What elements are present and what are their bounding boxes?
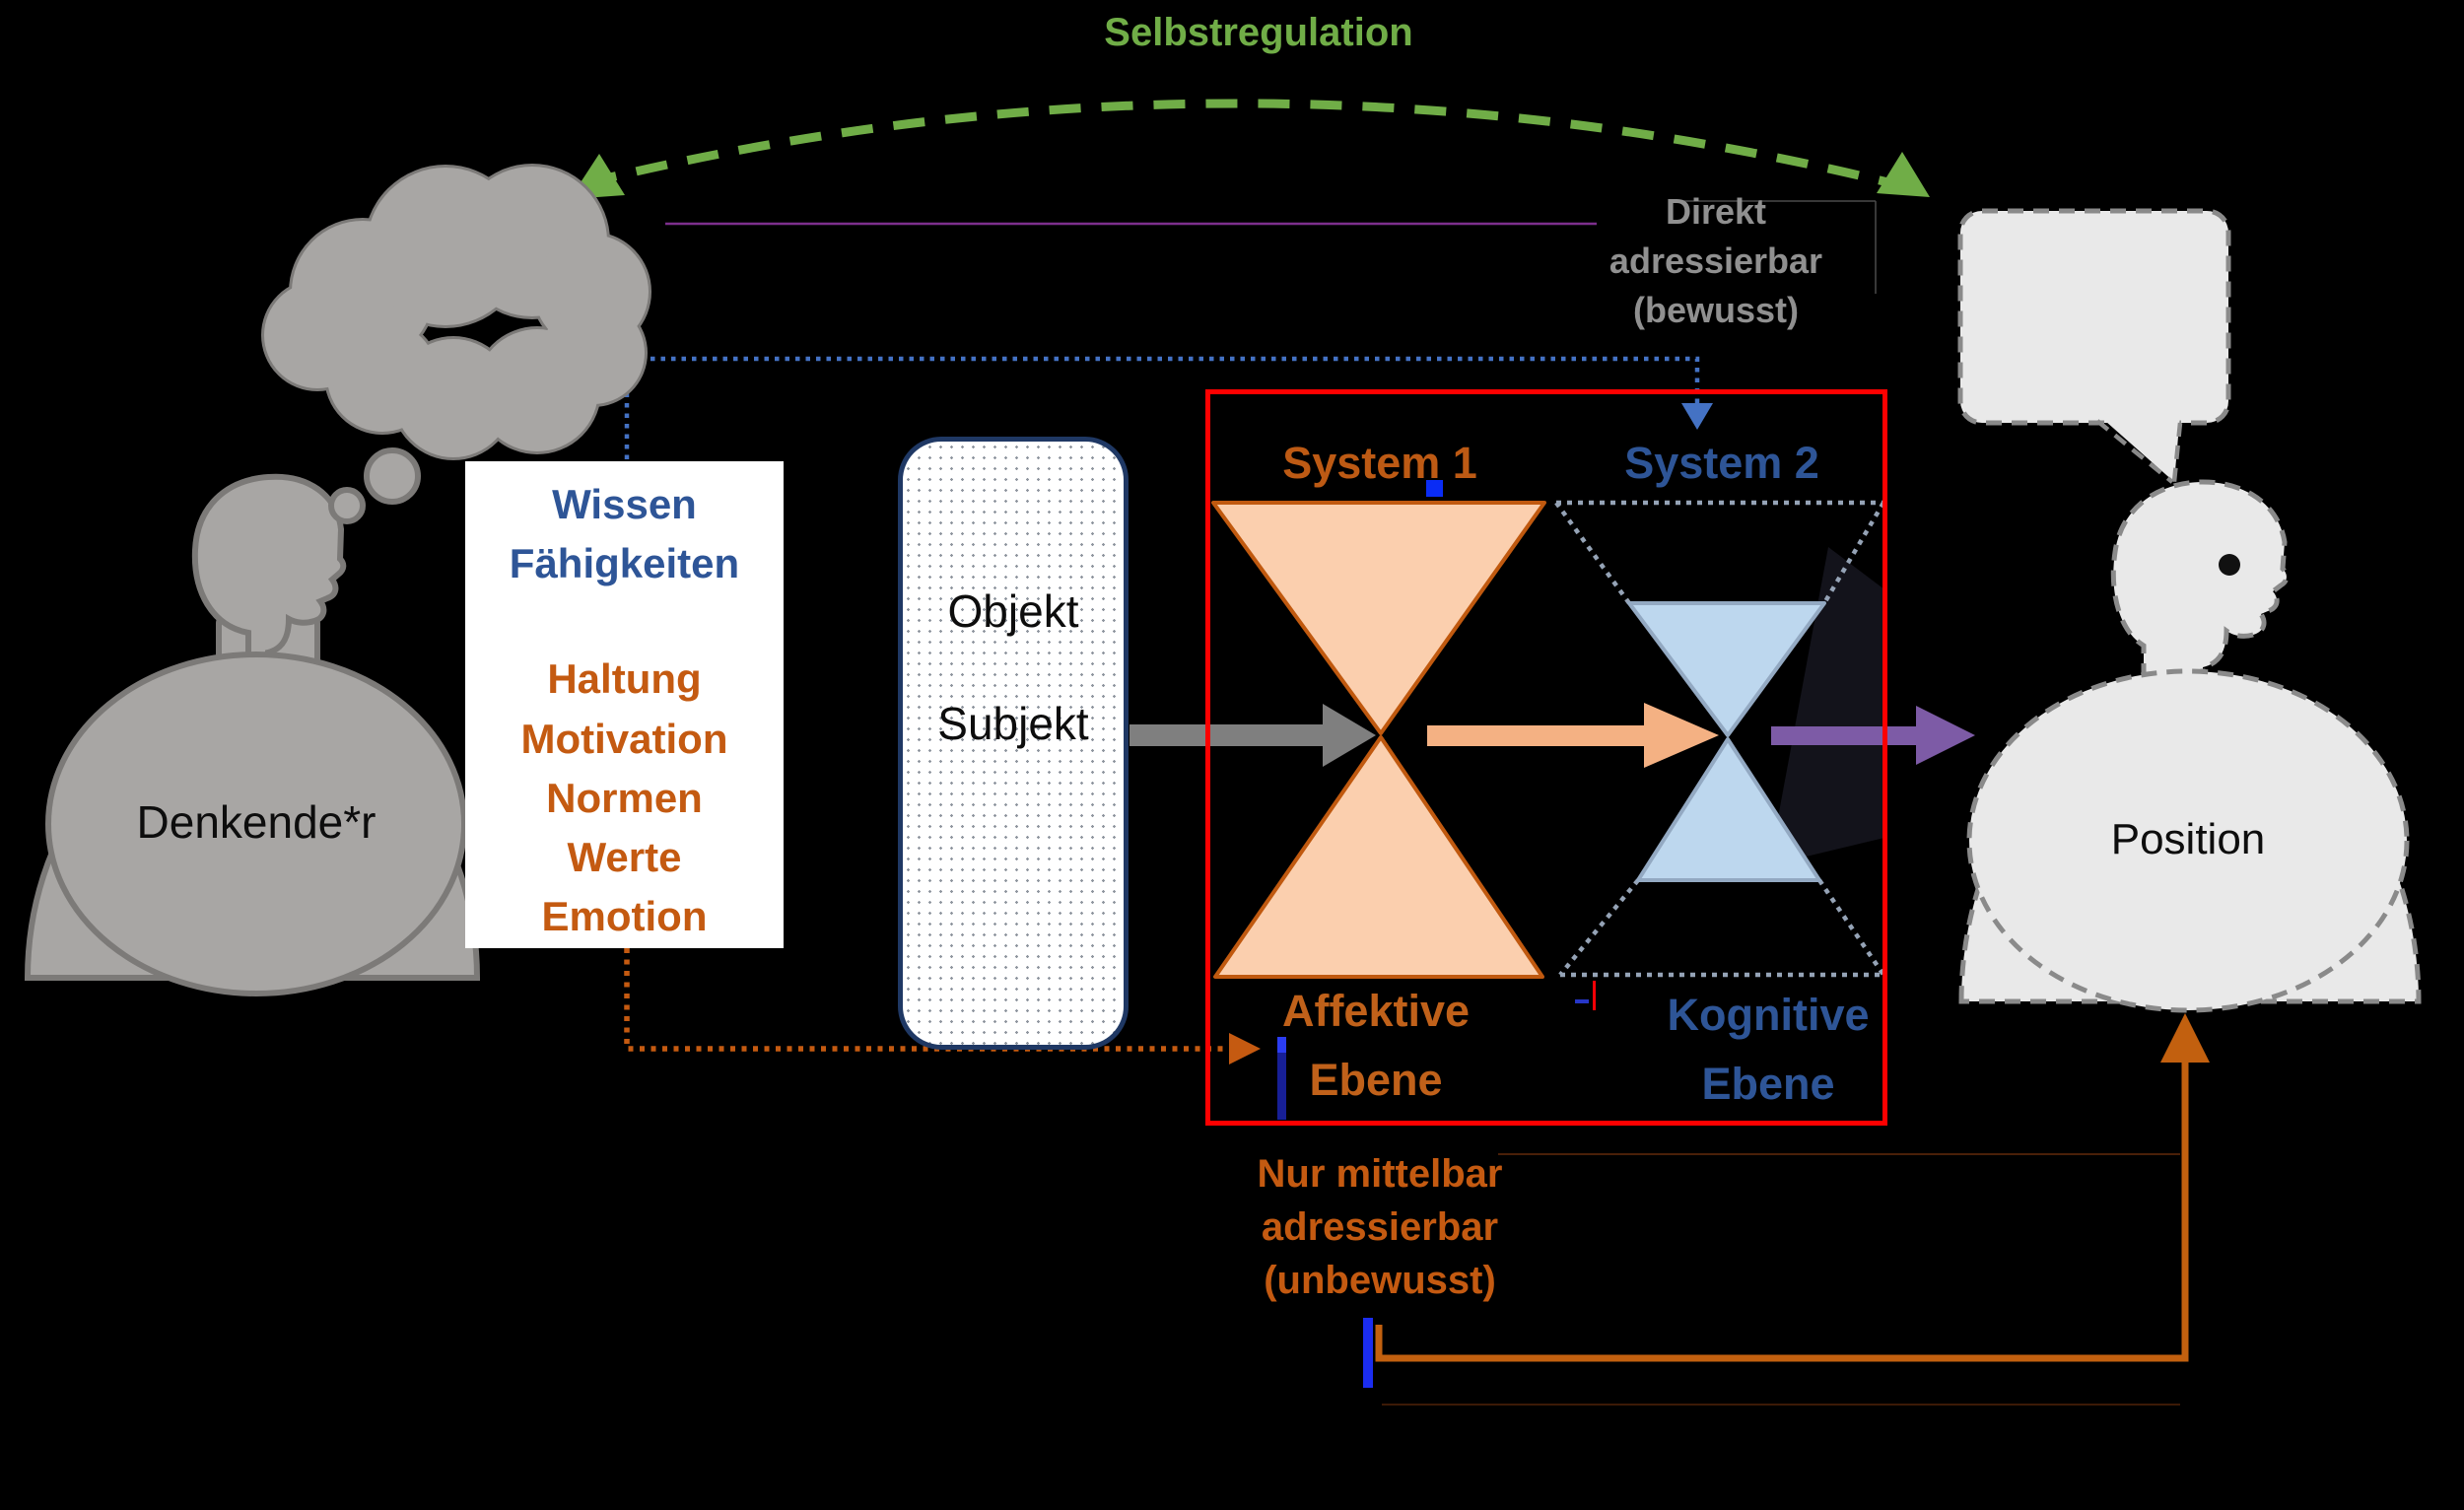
cognitive-level-line1: Kognitive [1667,990,1870,1040]
object-subject-box [898,437,1129,1050]
direct-label-line3: (bewusst) [1632,290,1800,330]
thinker-ellipse [45,652,467,996]
thought-cloud-icon [261,164,651,524]
object-label: Objekt [947,585,1079,637]
blue-dash-marker [1575,999,1589,1003]
systems-frame [1205,389,1887,1126]
thinker-label: Denkende*r [136,796,376,848]
faint-connector-lines [1382,200,2180,1406]
output-arrow-icon [1771,706,1975,765]
system2-funnel-dotted [1554,500,1885,978]
selfregulation-label: Selbstregulation [1104,11,1413,54]
selfregulation-arc-icon [570,99,1930,199]
resource-item: Werte [567,833,682,880]
system2-hourglass-bottom [1636,737,1821,882]
system1-hourglass-bottom [1213,735,1544,979]
position-label: Position [2110,815,2266,863]
position-head [2110,479,2290,708]
affective-level-line1: Affektive [1281,986,1471,1036]
system1-to-system2-arrow-icon [1427,703,1719,768]
blue-dotted-connector [624,356,1713,459]
position-eye [2219,554,2240,576]
resources-box: Wissen Fähigkeiten Haltung Motivation No… [465,461,784,948]
resource-item: Fähigkeiten [509,540,740,587]
speech-bubble-icon [1957,208,2231,426]
system1-hourglass-top [1211,501,1546,735]
thought-bubble-large [364,447,421,505]
input-arrow-icon [1129,704,1376,767]
system2-label: System 2 [1624,438,1819,488]
red-tick-marker [1593,981,1596,1010]
system1-label: System 1 [1282,438,1477,488]
indirect-label-line1: Nur mittelbar [1257,1152,1503,1196]
resource-item: Normen [546,774,703,821]
blue-square-marker [1426,480,1443,497]
position-ellipse [1966,668,2410,1013]
thinker-figure-icon [24,164,651,996]
resource-item: Motivation [520,715,728,762]
position-figure-icon [1957,208,2422,1013]
thinker-head [191,473,347,668]
resource-item: Haltung [547,655,702,703]
system2-hourglass-top [1627,601,1826,737]
direct-label-line1: Direkt [1665,191,1767,232]
subject-label: Subjekt [937,698,1089,749]
direct-label-line2: adressierbar [1608,240,1823,281]
resource-item: Emotion [541,892,708,939]
indirect-feedback-arrow [1375,1013,2210,1362]
indirect-label-line2: adressierbar [1261,1205,1499,1249]
dark-blue-bar-marker [1277,1037,1286,1120]
blue-stub-marker [1363,1318,1373,1388]
indirect-label-line3: (unbewusst) [1264,1259,1496,1302]
system2-shadow [1769,547,1884,865]
affective-level-line2: Ebene [1309,1055,1443,1105]
resource-item: Wissen [552,481,697,527]
cognitive-level-line2: Ebene [1701,1059,1835,1109]
thought-bubble-small [328,487,366,524]
dark-blue-bar-cap [1277,1037,1286,1053]
speech-bubble-tail [2097,414,2180,482]
